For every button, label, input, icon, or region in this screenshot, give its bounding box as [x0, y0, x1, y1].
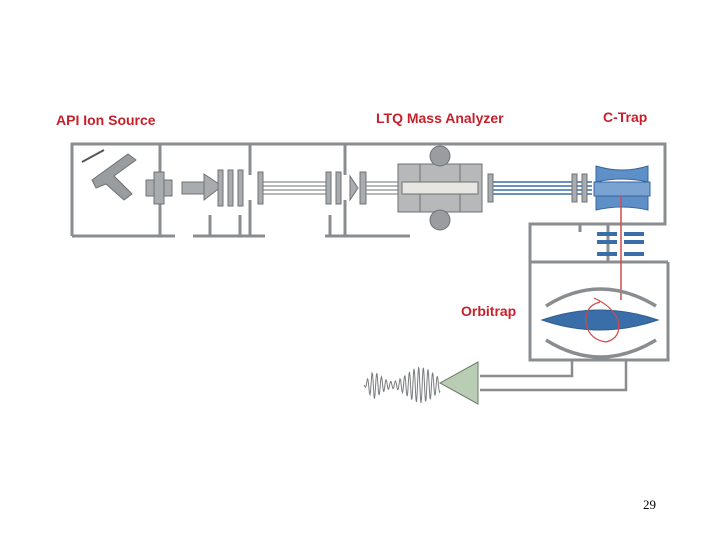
page-number: 29: [643, 497, 656, 512]
label-api-ion-source: API Ion Source: [56, 112, 156, 128]
label-orbitrap: Orbitrap: [461, 303, 517, 319]
detector-arrow-icon: [438, 361, 479, 405]
octupole-rods: [366, 181, 398, 195]
spray-capillary: [81, 149, 105, 163]
label-c-trap: C-Trap: [603, 109, 648, 125]
transfer-lenses: [487, 173, 588, 203]
lens-plates: [257, 171, 367, 205]
ltq-ion-trap: [397, 163, 483, 213]
source-optics: [145, 169, 244, 207]
label-ltq-mass-analyzer: LTQ Mass Analyzer: [376, 110, 504, 126]
orbitrap-injection-optics: [597, 232, 644, 256]
orbit-trajectory: [585, 297, 620, 343]
multipole-rods: [258, 181, 330, 195]
signal-line: [480, 360, 628, 392]
c-trap-body: [593, 165, 651, 211]
ion-trap-electrode-bottom: [429, 209, 451, 231]
orbitrap-central-electrode: [540, 309, 660, 331]
support-feet: [208, 215, 332, 236]
signal-wave-icon: [363, 366, 441, 404]
orbitrap-outer-electrodes: [545, 287, 657, 359]
spray-needle-icon: [91, 153, 137, 201]
ion-trap-electrode-icon: [429, 145, 451, 167]
